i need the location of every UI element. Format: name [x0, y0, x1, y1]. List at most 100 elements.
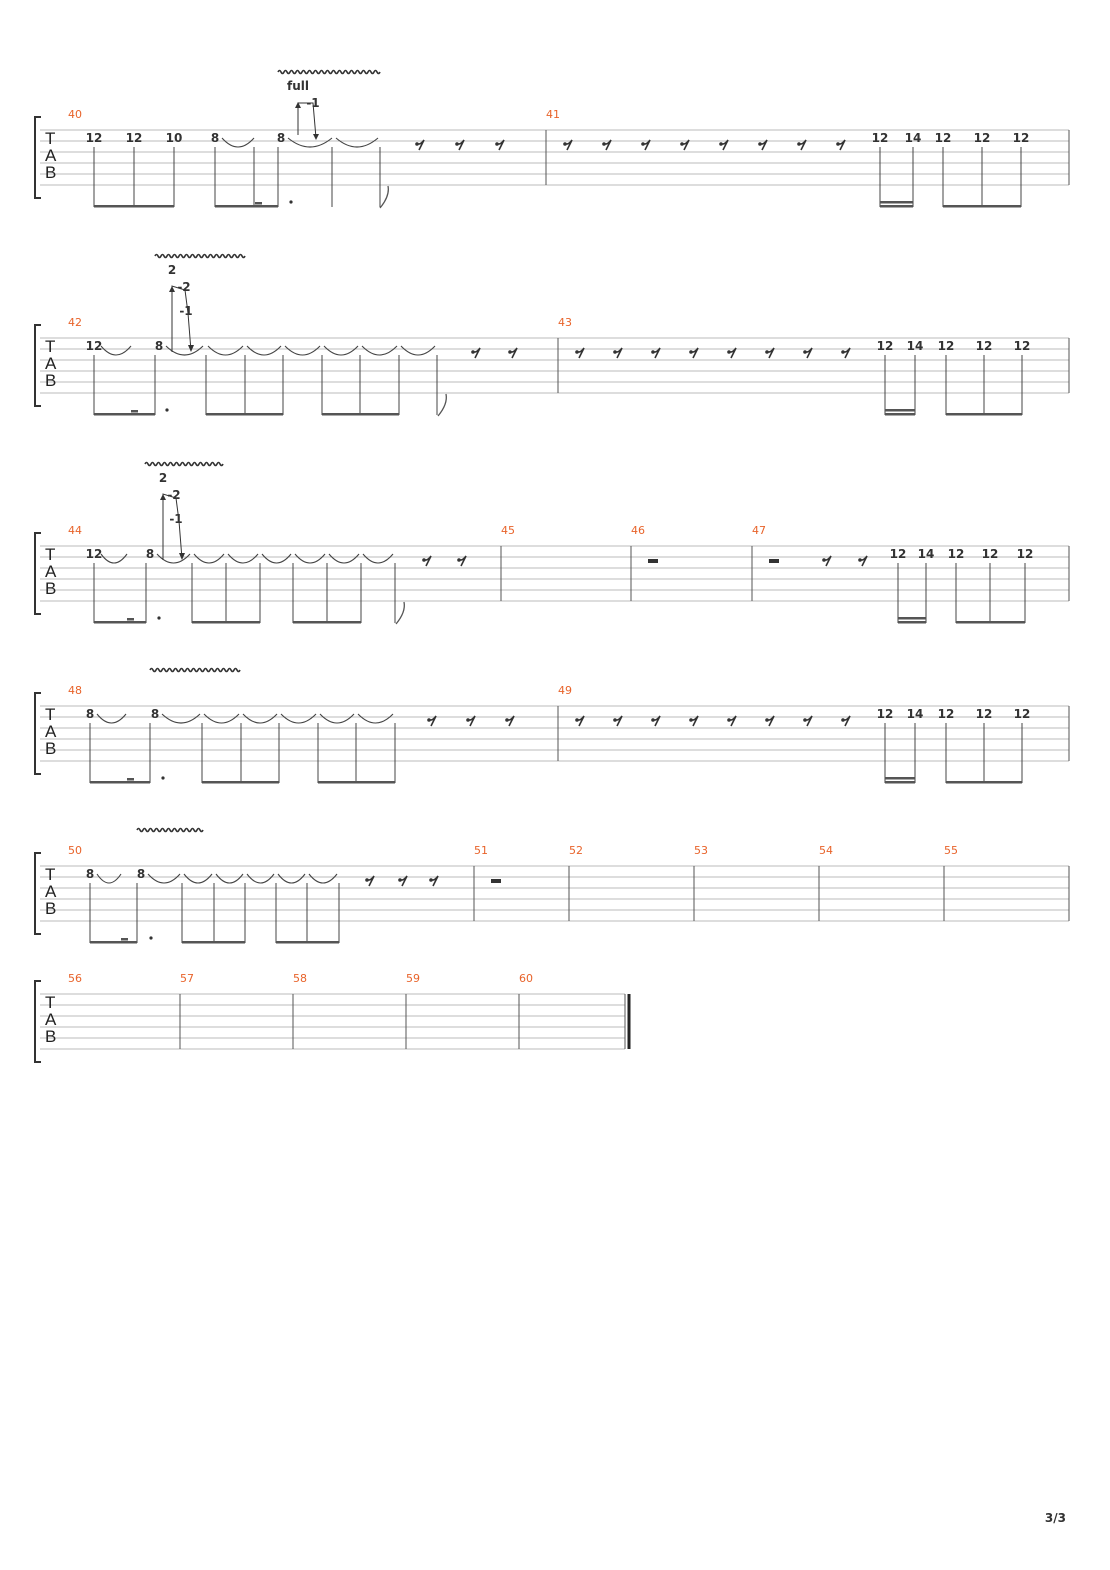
- bend-arrowhead: [160, 494, 166, 500]
- release-arrowhead: [179, 553, 185, 560]
- eighth-rest-dot: [822, 558, 826, 562]
- beam: [880, 205, 913, 208]
- tie: [357, 713, 394, 724]
- measure-number: 40: [68, 108, 82, 121]
- eighth-rest-dot: [415, 142, 419, 146]
- bend-amount: 2: [168, 263, 176, 277]
- bend-arrow: [171, 285, 192, 352]
- tie: [207, 345, 244, 356]
- measure-number: 57: [180, 972, 194, 985]
- fret-number: 8: [151, 707, 159, 721]
- fret-number: 14: [918, 547, 935, 561]
- augmentation-dot: [161, 776, 165, 780]
- fret-number: 12: [976, 339, 993, 353]
- system-bracket: [34, 980, 41, 1063]
- tie: [193, 553, 225, 564]
- eighth-rest-dot: [602, 142, 606, 146]
- eighth-rest-dot: [365, 878, 369, 882]
- bend-amount: -1: [169, 512, 182, 526]
- eighth-rest-dot: [765, 350, 769, 354]
- tie: [242, 713, 278, 724]
- augmentation-dot: [165, 408, 169, 412]
- beam: [206, 413, 283, 416]
- eighth-rest-dot: [858, 558, 862, 562]
- beam: [898, 617, 926, 620]
- tie: [261, 553, 292, 564]
- fret-number: 12: [976, 707, 993, 721]
- fret-number: 12: [86, 131, 103, 145]
- tie: [335, 137, 379, 148]
- note-flag: [437, 393, 447, 417]
- tie: [156, 553, 191, 564]
- beam: [192, 621, 260, 624]
- beam: [885, 413, 915, 416]
- eighth-rest-dot: [689, 718, 693, 722]
- fret-number: 12: [974, 131, 991, 145]
- bend-amount: -2: [167, 488, 180, 502]
- beam: [946, 413, 1022, 416]
- beam: [898, 621, 926, 624]
- tie: [147, 873, 181, 884]
- eighth-rest-dot: [803, 718, 807, 722]
- note-flag: [395, 601, 405, 625]
- page-number: 3/3: [1044, 1511, 1066, 1525]
- tie: [96, 713, 127, 724]
- fret-number: 8: [137, 867, 145, 881]
- eighth-rest-dot: [613, 350, 617, 354]
- tie: [361, 345, 398, 356]
- eighth-rest-dot: [495, 142, 499, 146]
- tie: [161, 713, 201, 724]
- tie: [203, 713, 240, 724]
- tab-clef-a: A: [45, 882, 57, 901]
- tie: [100, 345, 132, 356]
- fret-number: 12: [938, 707, 955, 721]
- measure-number: 49: [558, 684, 572, 697]
- eighth-rest-dot: [797, 142, 801, 146]
- measure-number: 45: [501, 524, 515, 537]
- eighth-rest-dot: [680, 142, 684, 146]
- fret-number: 8: [155, 339, 163, 353]
- system-bracket: [34, 116, 41, 199]
- bend-amount: 2: [159, 471, 167, 485]
- tie: [400, 345, 436, 356]
- beam: [956, 621, 1025, 624]
- eighth-rest-dot: [508, 350, 512, 354]
- measure-number: 58: [293, 972, 307, 985]
- tie: [165, 345, 204, 356]
- measure-number: 59: [406, 972, 420, 985]
- tab-clef-t: T: [45, 705, 55, 724]
- measure-number: 51: [474, 844, 488, 857]
- tab-clef-b: B: [45, 1027, 56, 1046]
- tab-clef-b: B: [45, 899, 56, 918]
- beam: [94, 621, 146, 624]
- fret-number: 12: [877, 339, 894, 353]
- measure-number: 60: [519, 972, 533, 985]
- beam: [182, 941, 245, 944]
- tab-clef-t: T: [45, 129, 55, 148]
- beam: [276, 941, 339, 944]
- tie: [277, 873, 306, 884]
- eighth-rest-dot: [651, 718, 655, 722]
- eighth-rest-dot: [613, 718, 617, 722]
- augmentation-dot: [149, 936, 153, 940]
- fret-number: 14: [907, 707, 924, 721]
- fret-number: 8: [277, 131, 285, 145]
- measure-number: 56: [68, 972, 82, 985]
- eighth-rest-dot: [651, 350, 655, 354]
- tab-clef-t: T: [45, 545, 55, 564]
- fret-number: 12: [1013, 131, 1030, 145]
- tie: [280, 713, 317, 724]
- vibrato-line: [149, 667, 241, 673]
- fret-number: 12: [890, 547, 907, 561]
- tab-clef-a: A: [45, 722, 57, 741]
- eighth-rest-dot: [841, 350, 845, 354]
- fret-number: 12: [86, 547, 103, 561]
- fret-number: 8: [86, 867, 94, 881]
- tie: [100, 553, 128, 564]
- tab-clef-t: T: [45, 865, 55, 884]
- beam: [322, 413, 399, 416]
- release-arrowhead: [188, 345, 194, 352]
- tab-clef-a: A: [45, 354, 57, 373]
